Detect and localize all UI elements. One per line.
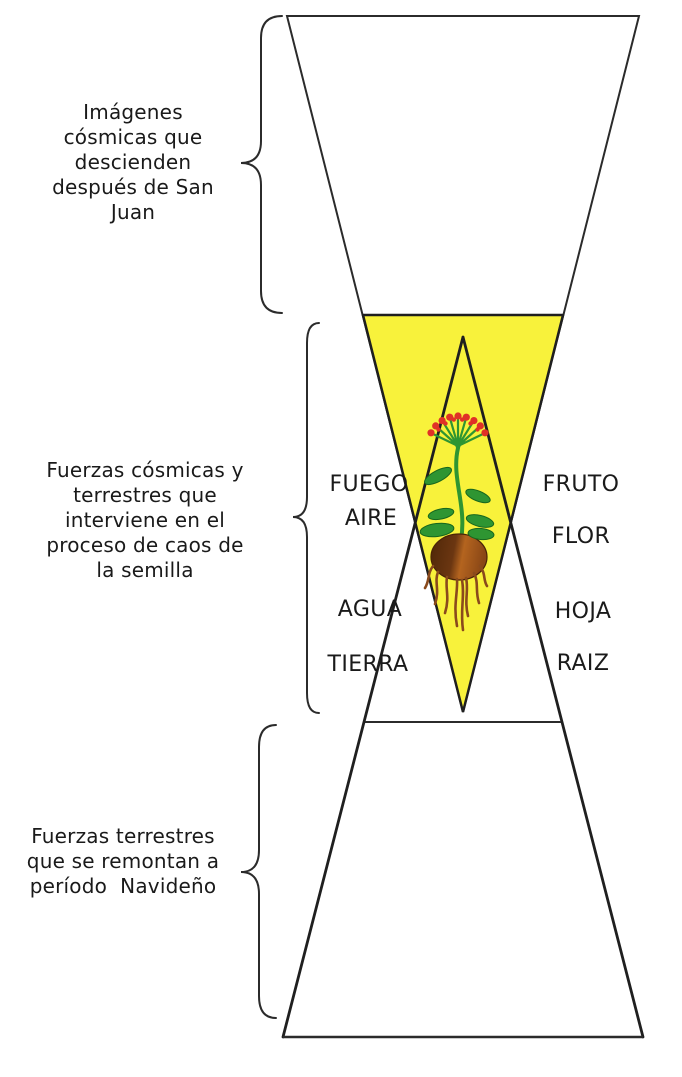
bulb-icon — [430, 533, 488, 581]
annotation-top: Imágenes cósmicas que descienden después… — [52, 100, 214, 224]
label-flor: FLOR — [551, 524, 611, 549]
roots-icon — [423, 564, 489, 632]
label-aire: AIRE — [344, 506, 398, 531]
seed-triangle-sides — [281, 335, 645, 1039]
plant-illustration — [419, 412, 495, 632]
label-tierra: TIERRA — [327, 652, 409, 677]
lower-leaves-icon — [419, 522, 495, 541]
brace-top-icon — [240, 15, 283, 314]
annotation-bottom: Fuerzas terrestres que se remontan a per… — [26, 824, 220, 898]
brace-middle-icon — [292, 322, 320, 714]
label-fruto: FRUTO — [542, 472, 620, 497]
label-raiz: RAIZ — [556, 651, 610, 676]
annotation-middle: Fuerzas cósmicas y terrestres que interv… — [46, 458, 244, 582]
brace-bottom-icon — [240, 724, 277, 1019]
label-agua: AGUA — [337, 597, 403, 622]
label-fuego: FUEGO — [329, 472, 409, 497]
upper-leaves-icon — [424, 466, 495, 528]
label-hoja: HOJA — [554, 599, 612, 624]
stem-icon — [454, 446, 465, 542]
